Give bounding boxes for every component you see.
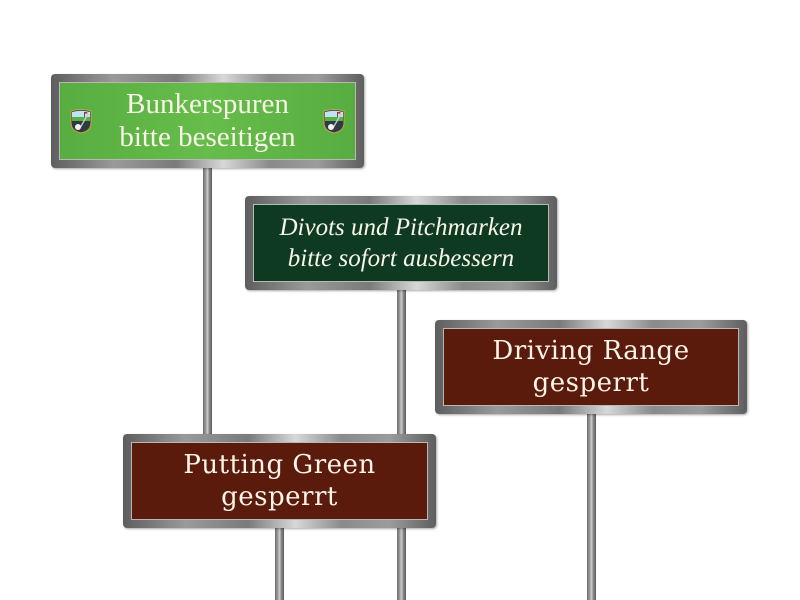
sign-text-line: Driving Range — [492, 336, 690, 366]
sign-text-line: Putting Green — [183, 450, 376, 480]
sign-text-line: gesperrt — [532, 368, 650, 398]
sign-divots: Divots und Pitchmarken bitte sofort ausb… — [245, 196, 557, 290]
sign-text-line: Bunkerspuren — [126, 88, 289, 120]
golf-crest-icon — [70, 109, 92, 134]
sign-panel: Putting Green gesperrt — [131, 442, 428, 520]
sign-putting-green: Putting Green gesperrt — [123, 434, 436, 528]
sign-pole-driving-range — [587, 414, 596, 600]
sign-text-line: bitte beseitigen — [119, 121, 296, 153]
sign-text-line: Divots und Pitchmarken — [279, 214, 523, 241]
sign-driving-range: Driving Range gesperrt — [435, 320, 747, 414]
sign-text-line: gesperrt — [221, 482, 338, 512]
sign-bunker: Bunkerspuren bitte beseitigen — [51, 74, 364, 168]
sign-pole-putting-green-left — [275, 528, 284, 600]
sign-pole-bunker — [203, 168, 212, 436]
sign-panel: Divots und Pitchmarken bitte sofort ausb… — [253, 204, 549, 282]
sign-text-line: bitte sofort ausbessern — [287, 245, 515, 272]
sign-panel: Bunkerspuren bitte beseitigen — [59, 82, 356, 160]
golf-crest-icon — [323, 109, 345, 134]
sign-panel: Driving Range gesperrt — [443, 328, 739, 406]
